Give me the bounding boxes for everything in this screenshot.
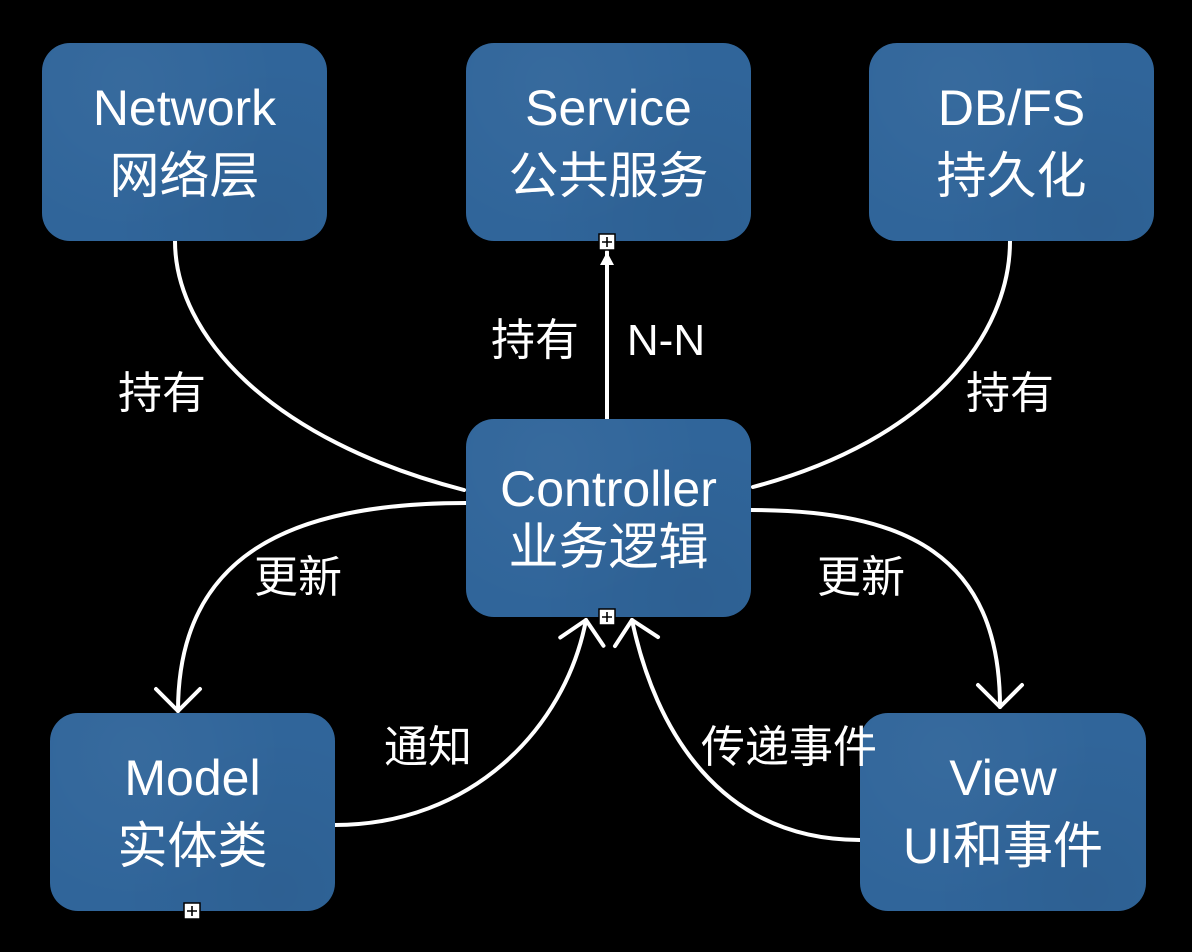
node-controller: Controller 业务逻辑 xyxy=(466,419,751,617)
edge-controller-model-update xyxy=(154,501,468,713)
edge-dbfs-controller xyxy=(751,239,1012,489)
plus-box-icon xyxy=(183,902,201,920)
edge-label-service-multiplicity: N-N xyxy=(626,316,706,365)
edge-model-controller-notify xyxy=(333,618,606,827)
node-subtitle: 实体类 xyxy=(117,818,268,874)
node-service: Service 公共服务 xyxy=(466,43,751,241)
node-title: Network xyxy=(92,80,277,136)
edge-label-view-update: 更新 xyxy=(817,553,905,602)
edge-view-controller-event xyxy=(612,618,862,842)
edge-label-model-update: 更新 xyxy=(254,553,342,602)
node-subtitle: 公共服务 xyxy=(508,148,709,204)
edge-network-controller xyxy=(173,239,466,492)
node-title: Model xyxy=(124,750,261,806)
node-title: View xyxy=(949,750,1057,806)
node-subtitle: UI和事件 xyxy=(903,818,1103,874)
node-dbfs: DB/FS 持久化 xyxy=(869,43,1154,241)
plus-box-icon xyxy=(598,233,616,251)
node-title: Controller xyxy=(500,461,717,517)
edge-label-model-notify: 通知 xyxy=(384,723,472,772)
node-network: Network 网络层 xyxy=(42,43,327,241)
node-title: Service xyxy=(525,80,692,136)
node-title: DB/FS xyxy=(937,80,1086,136)
edge-controller-view-update xyxy=(749,508,1024,709)
edge-label-network-hold: 持有 xyxy=(118,369,206,418)
node-view: View UI和事件 xyxy=(860,713,1146,911)
node-subtitle: 业务逻辑 xyxy=(508,519,709,575)
edge-label-service-hold: 持有 xyxy=(491,316,579,365)
edge-label-view-event: 传递事件 xyxy=(701,723,877,772)
node-subtitle: 持久化 xyxy=(936,148,1087,204)
node-subtitle: 网络层 xyxy=(109,148,260,204)
node-model: Model 实体类 xyxy=(50,713,335,911)
edge-label-dbfs-hold: 持有 xyxy=(966,369,1054,418)
plus-box-icon xyxy=(598,608,616,626)
